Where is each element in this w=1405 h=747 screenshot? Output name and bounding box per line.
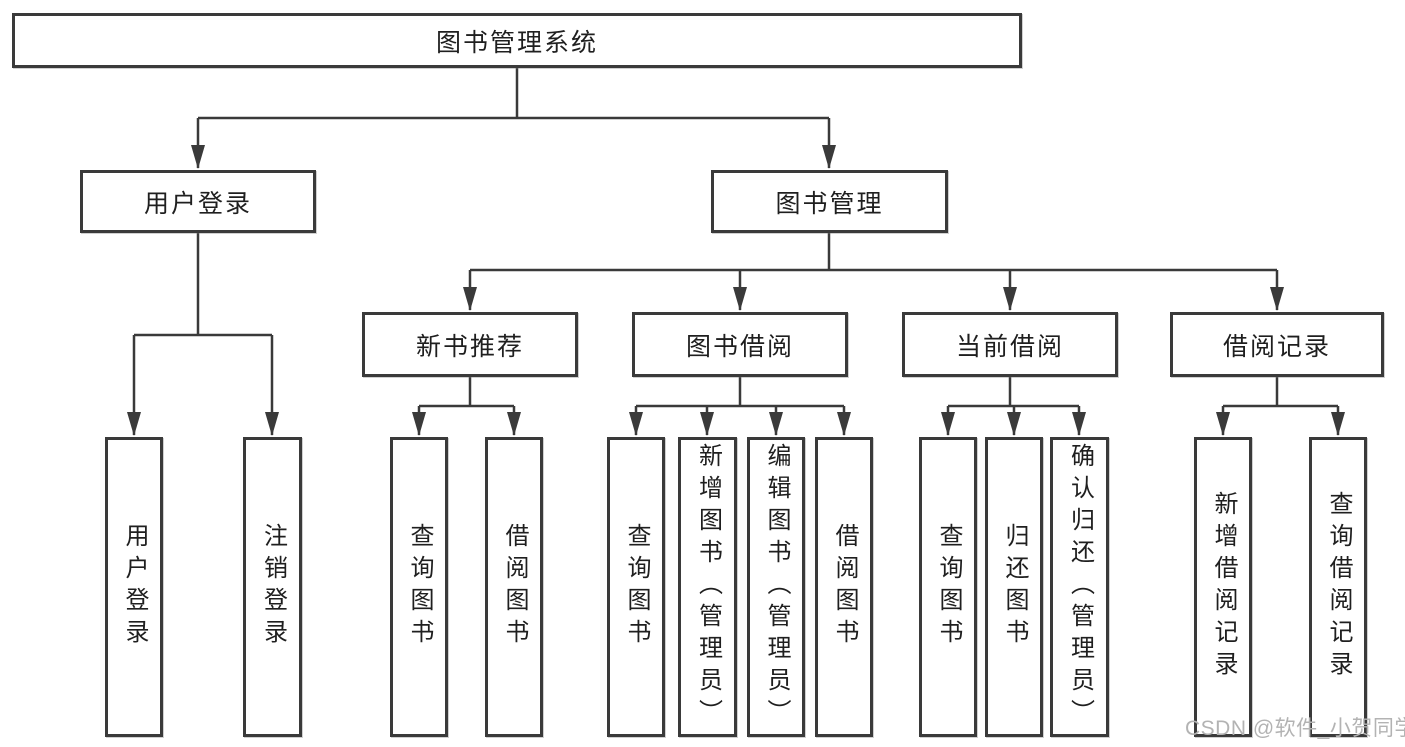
leaf-logout-label: 注销登录 <box>259 523 287 651</box>
leaf-add-borrow-record-label: 新增借阅记录 <box>1210 491 1237 683</box>
leaf-query-books-recommend-label: 查询图书 <box>406 523 433 651</box>
node-borrow-record: 借阅记录 <box>1170 312 1384 377</box>
leaf-borrow-books: 借阅图书 <box>815 437 873 737</box>
leaf-return-books: 归还图书 <box>985 437 1043 737</box>
leaf-query-books-borrow: 查询图书 <box>607 437 665 737</box>
leaf-query-books-current-label: 查询图书 <box>935 523 962 651</box>
node-current-borrow: 当前借阅 <box>902 312 1118 377</box>
leaf-user-login: 用户登录 <box>105 437 163 737</box>
leaf-add-books-admin: 新增图书（管理员） <box>678 437 737 737</box>
leaf-query-books-borrow-label: 查询图书 <box>623 523 650 651</box>
csdn-watermark: CSDN @软件_小贺同学 <box>1185 717 1405 740</box>
leaf-borrow-books-label: 借阅图书 <box>831 523 858 651</box>
node-user-login-branch: 用户登录 <box>80 170 316 233</box>
node-new-book-recommend: 新书推荐 <box>362 312 578 377</box>
node-book-borrow: 图书借阅 <box>632 312 848 377</box>
leaf-add-books-admin-label: 新增图书（管理员） <box>694 443 722 731</box>
leaf-add-borrow-record: 新增借阅记录 <box>1194 437 1252 737</box>
leaf-query-borrow-record-label: 查询借阅记录 <box>1325 491 1352 683</box>
node-library-management-system: 图书管理系统 <box>12 13 1022 68</box>
leaf-user-login-label: 用户登录 <box>121 523 148 651</box>
leaf-borrow-books-recommend: 借阅图书 <box>485 437 543 737</box>
leaf-query-books-current: 查询图书 <box>919 437 977 737</box>
leaf-edit-books-admin-label: 编辑图书（管理员） <box>763 443 790 731</box>
leaf-query-books-recommend: 查询图书 <box>390 437 448 737</box>
leaf-confirm-return-admin-label: 确认归还（管理员） <box>1066 443 1094 731</box>
leaf-confirm-return-admin: 确认归还（管理员） <box>1050 437 1109 737</box>
leaf-edit-books-admin: 编辑图书（管理员） <box>747 437 805 737</box>
leaf-borrow-books-recommend-label: 借阅图书 <box>501 523 528 651</box>
leaf-return-books-label: 归还图书 <box>1001 523 1028 651</box>
node-book-management-branch: 图书管理 <box>711 170 948 233</box>
leaf-query-borrow-record: 查询借阅记录 <box>1309 437 1367 737</box>
leaf-logout: 注销登录 <box>243 437 302 737</box>
